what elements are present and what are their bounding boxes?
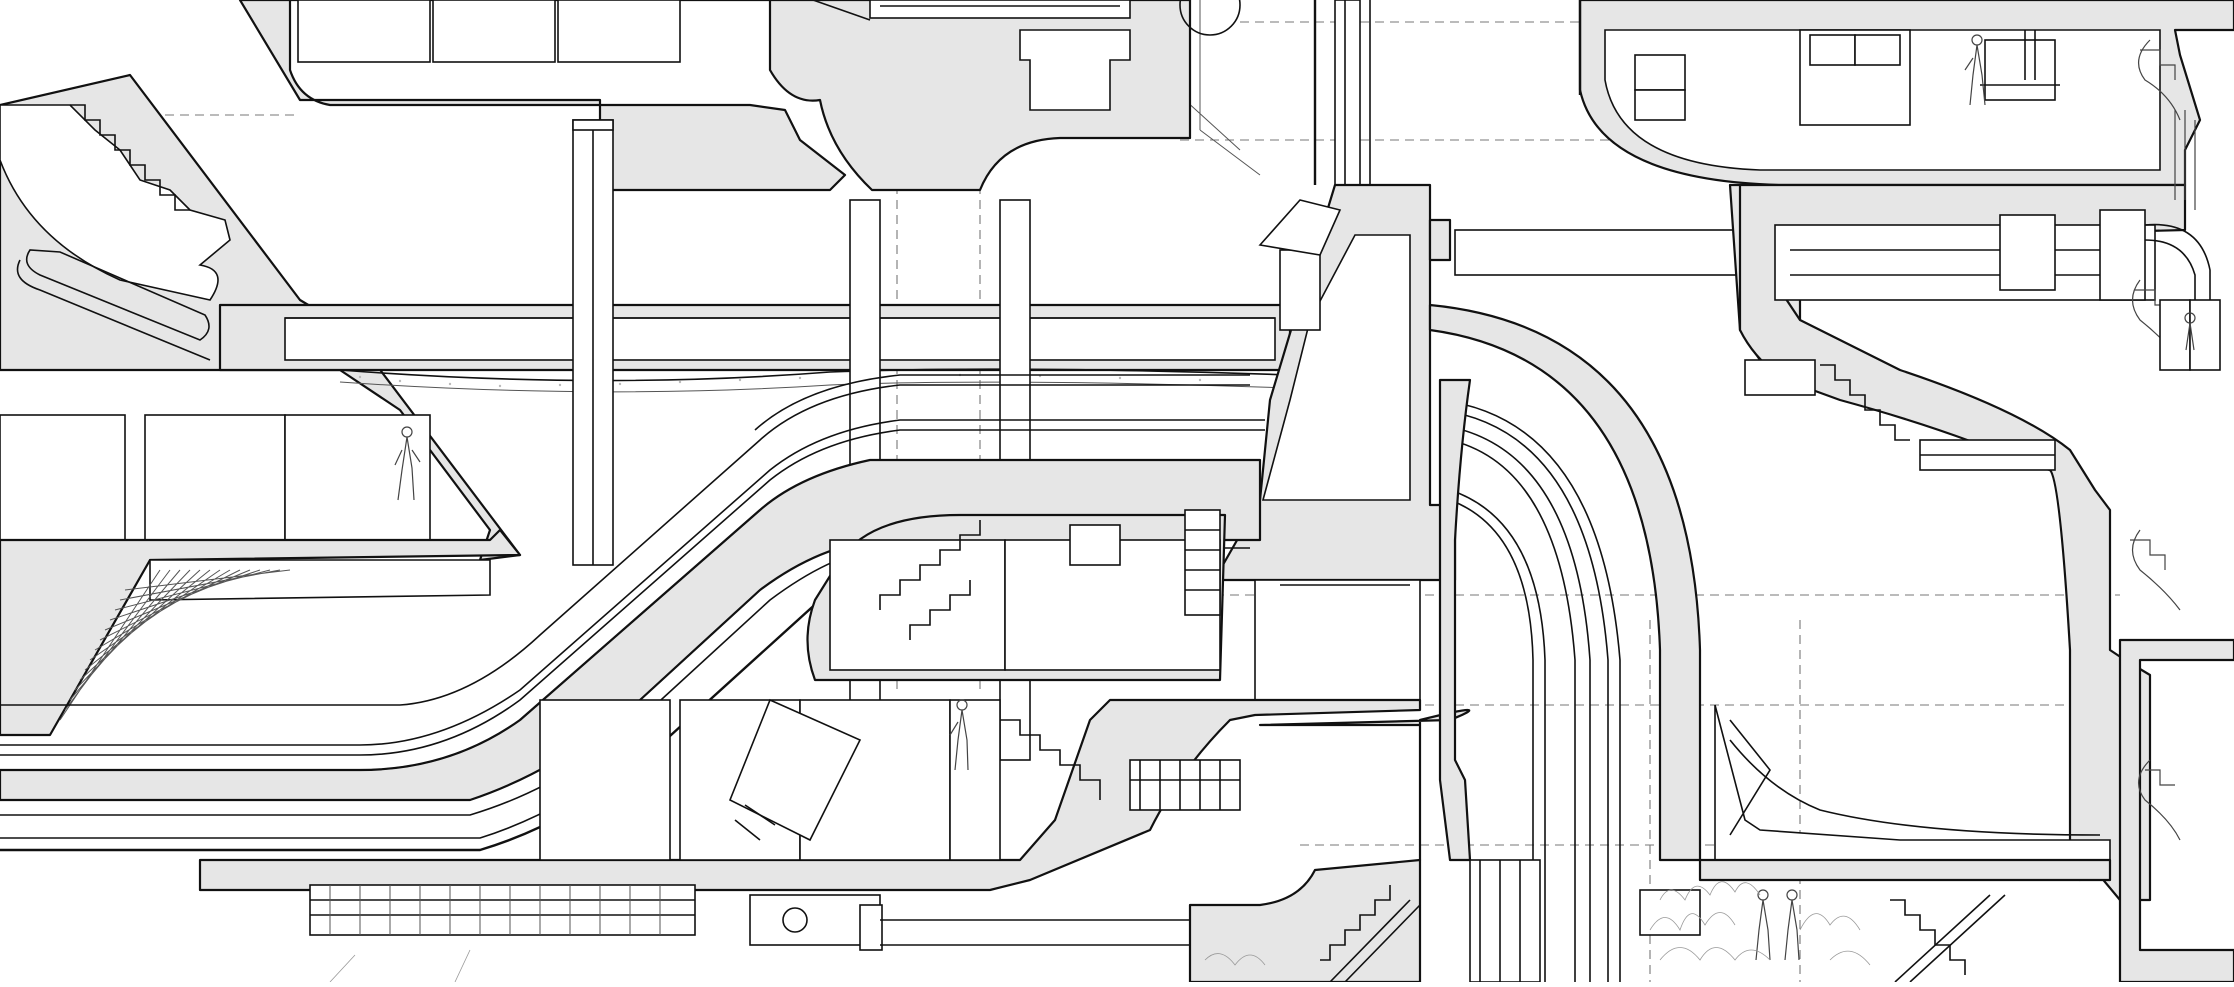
lower-railing	[309, 884, 1200, 951]
frame-lines	[1313, 0, 1582, 185]
spiral-stairs-right	[2130, 39, 2221, 841]
central-core	[1218, 183, 1802, 582]
person-figure	[949, 699, 969, 771]
stair-treads-bottom-center	[1320, 885, 1391, 961]
vegetation	[329, 881, 1871, 983]
lower-platform	[198, 698, 1471, 892]
stair-treads-upper-left	[70, 104, 190, 211]
curved-tunnel	[1428, 303, 1702, 983]
person-figure	[1784, 889, 1800, 961]
mid-platform	[806, 509, 1421, 701]
person-figure	[1964, 34, 1986, 106]
person-figure	[1755, 889, 1771, 961]
right-upper-block	[1578, 0, 2234, 187]
bottom-center-slab	[1188, 858, 1701, 984]
stair-treads-lower-mid	[1000, 719, 1101, 800]
person-figure	[394, 426, 421, 501]
stair-treads-lower-left	[59, 569, 291, 721]
figures	[394, 34, 2196, 961]
left-stair-block	[0, 73, 522, 737]
right-middle-block	[1738, 183, 2211, 902]
stair-treads-mid	[879, 520, 981, 640]
upper-left-slab	[238, 0, 1361, 192]
person-figure	[2184, 312, 2196, 351]
stair-treads-right	[1820, 364, 2056, 471]
right-lower-block	[1698, 638, 2234, 984]
stair-treads-bottom-right	[1890, 894, 2006, 983]
